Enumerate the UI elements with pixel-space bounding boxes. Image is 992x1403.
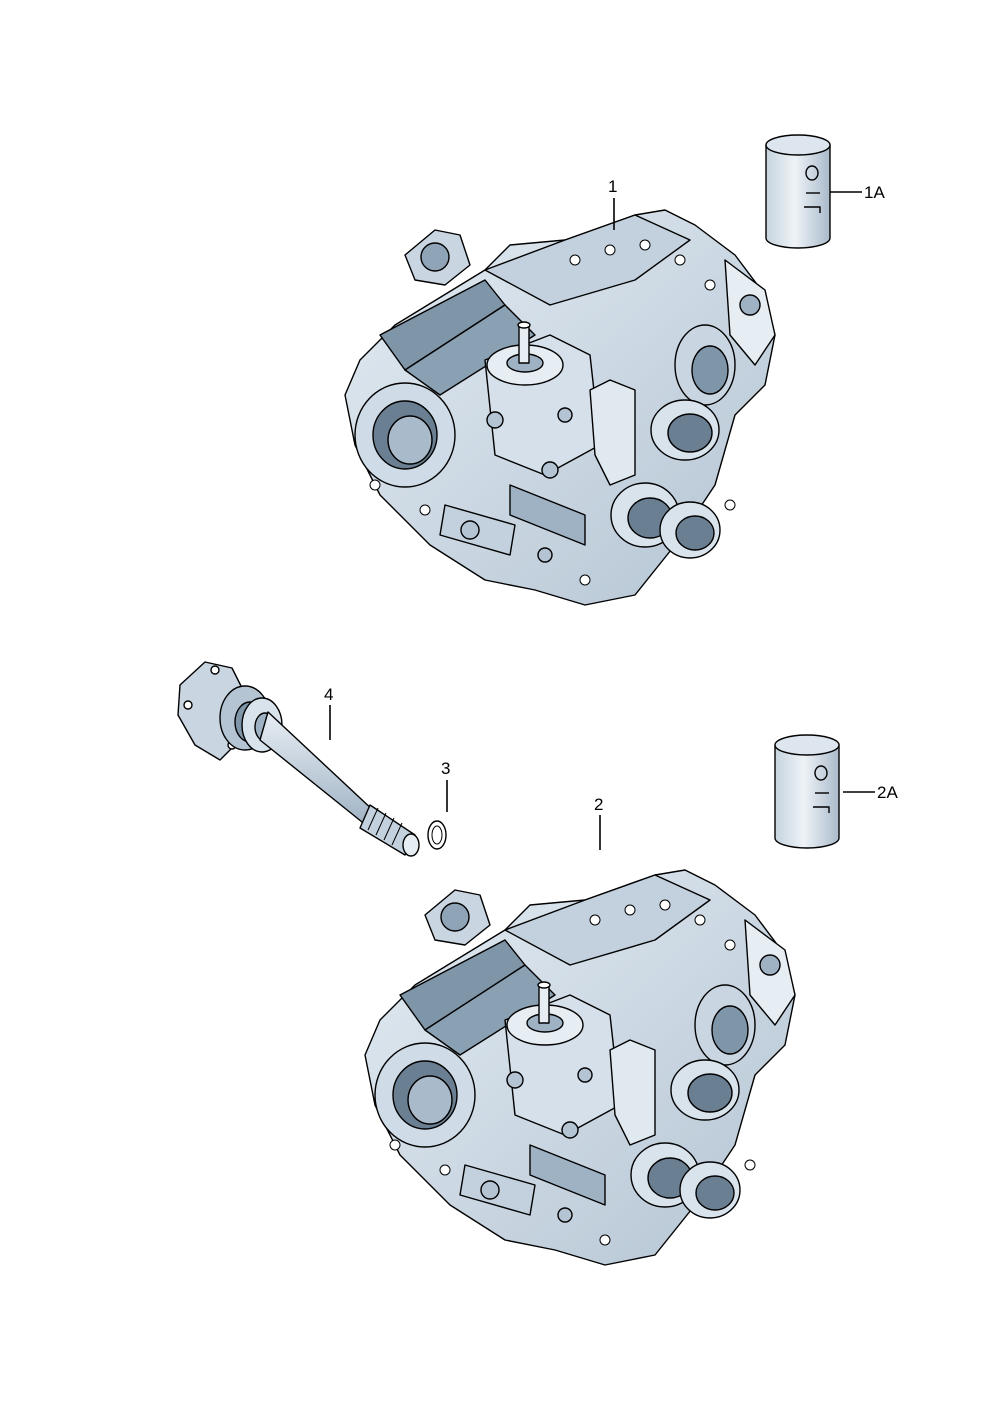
gearbox-1: [344, 209, 776, 606]
drive-shaft: [177, 661, 420, 857]
callout-2: 2: [594, 795, 603, 814]
gearbox-2: [364, 869, 796, 1266]
callout-1: 1: [608, 177, 617, 196]
o-ring: [427, 820, 447, 850]
oil-can-icon: [774, 734, 840, 849]
callout-1a: 1A: [864, 183, 885, 202]
callout-4: 4: [324, 685, 333, 704]
callout-3: 3: [441, 759, 450, 778]
oil-can-icon: [765, 134, 831, 249]
callout-2a: 2A: [877, 783, 898, 802]
